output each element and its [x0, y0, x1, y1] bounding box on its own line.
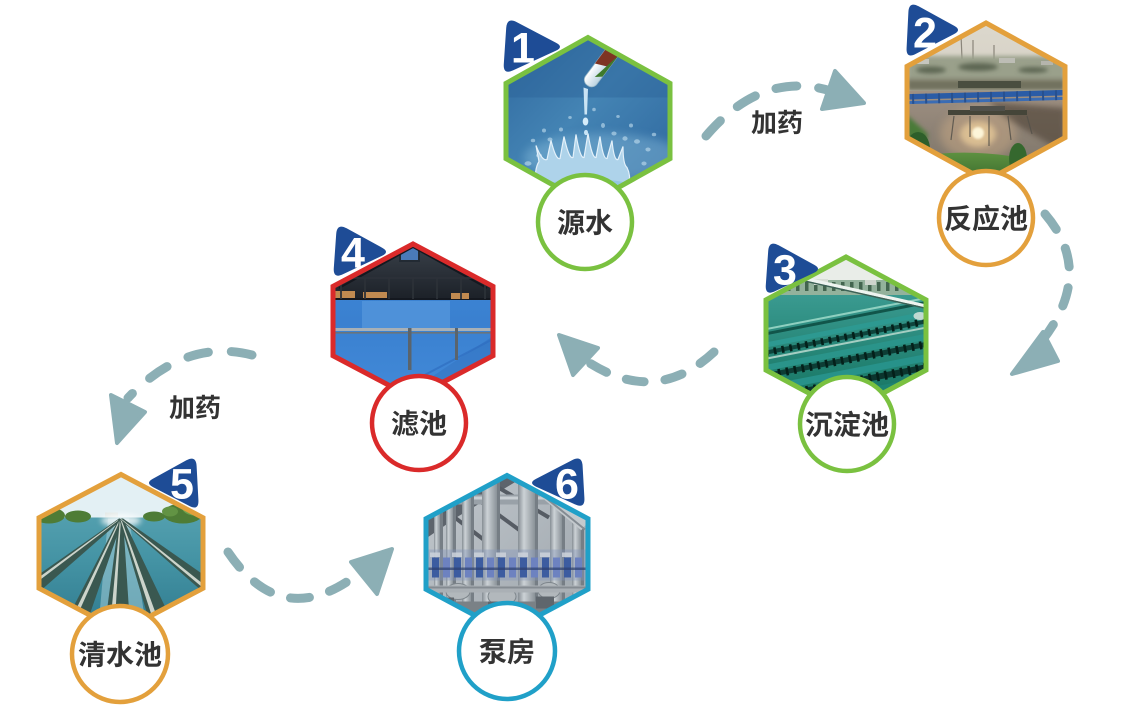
svg-text:6: 6: [555, 461, 579, 509]
svg-text:5: 5: [170, 461, 194, 509]
svg-text:3: 3: [773, 247, 797, 295]
svg-text:2: 2: [913, 10, 937, 58]
svg-text:4: 4: [341, 230, 365, 278]
svg-text:1: 1: [511, 25, 535, 73]
